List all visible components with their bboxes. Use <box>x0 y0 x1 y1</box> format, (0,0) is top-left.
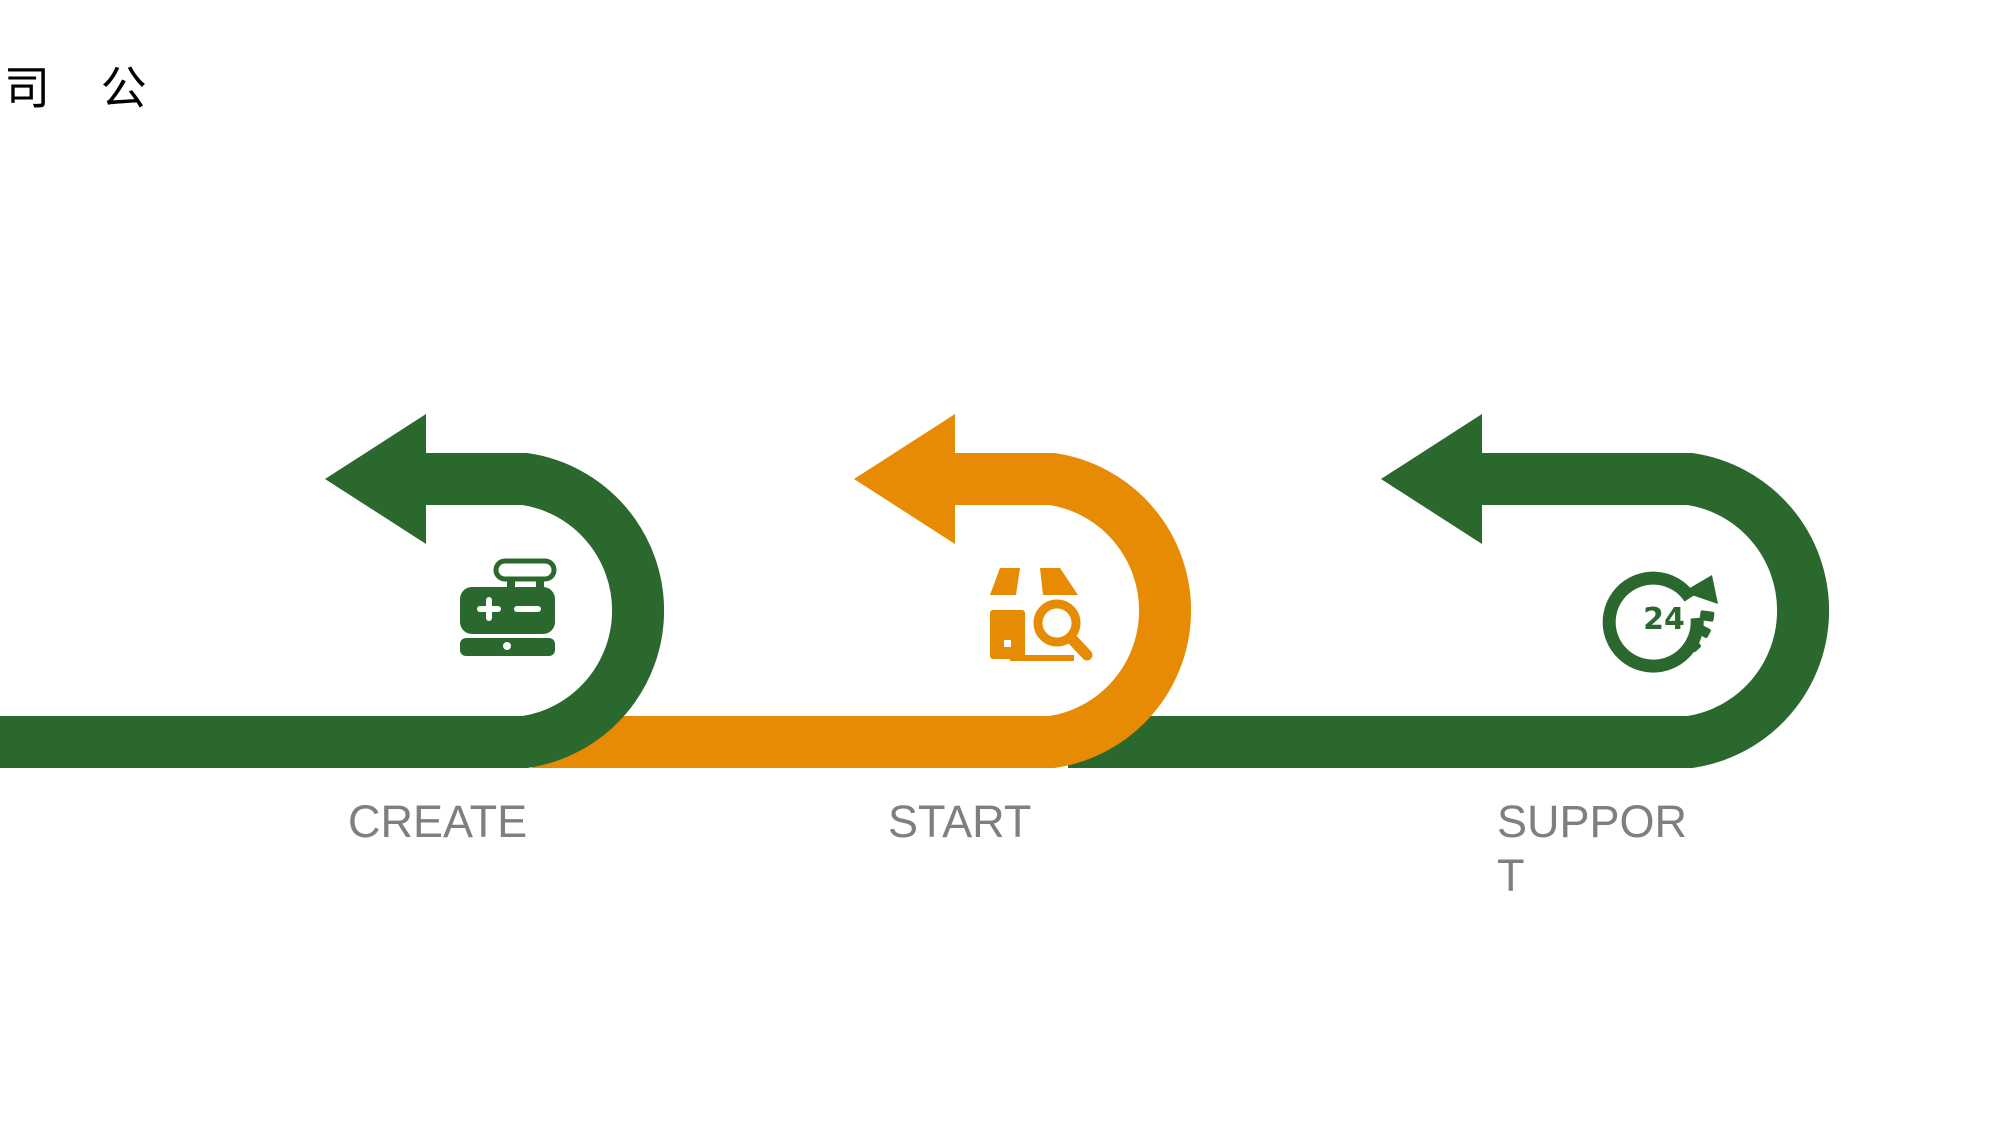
medical-kit-icon <box>460 558 557 656</box>
arrowhead-support <box>1381 414 1482 544</box>
ribbon-loop-create <box>0 453 665 768</box>
arrowhead-create <box>325 414 426 544</box>
step-label-start: START <box>888 796 1032 847</box>
24-hour-icon-text: 24 <box>1643 602 1685 637</box>
step-label-support-line2: T <box>1497 850 1525 901</box>
package-search-icon <box>990 568 1093 661</box>
step-label-support-line1: SUPPOR <box>1497 796 1688 847</box>
step-label-create: CREATE <box>348 796 528 847</box>
step-ribbon-start <box>532 414 1192 768</box>
ribbon-loop-support <box>1068 453 1830 768</box>
24-hour-support-icon: 24 <box>1602 571 1718 673</box>
ribbon-loop-start <box>532 453 1192 768</box>
step-ribbon-create <box>0 414 665 768</box>
arrowhead-start <box>854 414 955 544</box>
step-label-support: SUPPOR T <box>1497 795 1687 903</box>
corner-text: 司 公 <box>4 61 165 115</box>
step-ribbon-support <box>1068 414 1830 768</box>
